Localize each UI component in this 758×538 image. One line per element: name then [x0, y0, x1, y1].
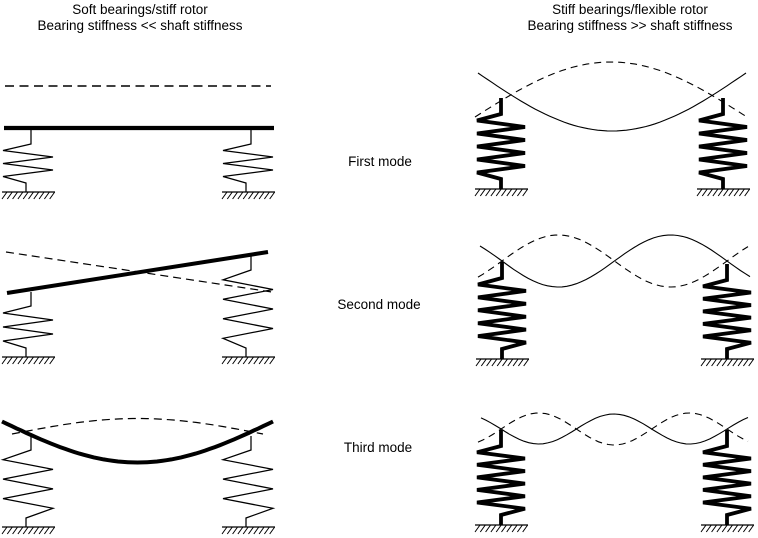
- left-panel-third-mode: [0, 417, 276, 535]
- right-first-left-spring-ground-hatch: [474, 188, 529, 197]
- left-first-right-spring: [222, 130, 274, 192]
- right-second-left-spring: [477, 262, 527, 359]
- right-third-left-spring-ground-hatch: [474, 524, 529, 533]
- left-third-left-spring: [0, 436, 56, 527]
- right-first-mode-solid: [477, 72, 747, 132]
- right-panel-second-mode: [475, 234, 755, 367]
- left-third-right-spring: [220, 436, 276, 527]
- right-second-mode-dashed: [477, 234, 749, 288]
- left-second-left-spring-ground-hatch: [1, 356, 56, 365]
- left-panel-first-mode: [1, 85, 276, 200]
- right-column-title-line1: Stiff bearings/flexible rotor: [552, 2, 708, 17]
- mode-label-second: Second mode: [337, 297, 421, 312]
- left-third-rest-curve: [11, 417, 264, 435]
- right-third-left-spring: [476, 430, 526, 525]
- right-first-left-spring: [476, 98, 526, 189]
- left-third-left-spring-ground-hatch: [1, 526, 56, 535]
- left-first-left-spring-ground-hatch: [1, 191, 56, 200]
- left-column-title-line2: Bearing stiffness << shaft stiffness: [37, 17, 243, 33]
- right-first-right-spring: [698, 98, 748, 189]
- mode-label-first: First mode: [348, 154, 412, 169]
- left-second-right-spring-ground-hatch: [221, 356, 276, 365]
- right-third-right-spring-ground-hatch: [700, 524, 755, 533]
- left-column-title: Soft bearings/stiff rotor Bearing stiffn…: [37, 2, 242, 33]
- right-second-mode-solid: [479, 234, 751, 288]
- right-panel-third-mode: [474, 412, 755, 533]
- left-second-right-spring: [220, 256, 274, 357]
- right-column-title: Stiff bearings/flexible rotor Bearing st…: [527, 2, 732, 33]
- right-column-title-line2: Bearing stiffness >> shaft stiffness: [527, 17, 733, 33]
- left-first-right-spring-ground-hatch: [221, 191, 276, 200]
- right-third-right-spring: [702, 430, 752, 525]
- left-third-rotor-curve: [1, 419, 274, 465]
- left-second-rotor-bar: [6, 250, 269, 295]
- right-second-left-spring-ground-hatch: [475, 358, 530, 367]
- right-second-right-spring: [702, 264, 752, 359]
- left-second-left-spring: [2, 292, 54, 357]
- right-third-mode-solid: [480, 413, 749, 445]
- right-first-mode-dashed: [474, 61, 748, 118]
- left-panel-second-mode: [1, 250, 276, 365]
- left-second-rest-line: [5, 251, 273, 293]
- mode-label-third: Third mode: [343, 440, 413, 455]
- left-first-left-spring: [2, 130, 54, 192]
- left-column-title-line1: Soft bearings/stiff rotor: [72, 2, 208, 17]
- right-third-mode-dashed: [477, 412, 749, 446]
- right-panel-first-mode: [474, 61, 751, 197]
- right-second-right-spring-ground-hatch: [700, 358, 755, 367]
- left-third-right-spring-ground-hatch: [221, 526, 276, 535]
- right-first-right-spring-ground-hatch: [696, 188, 751, 197]
